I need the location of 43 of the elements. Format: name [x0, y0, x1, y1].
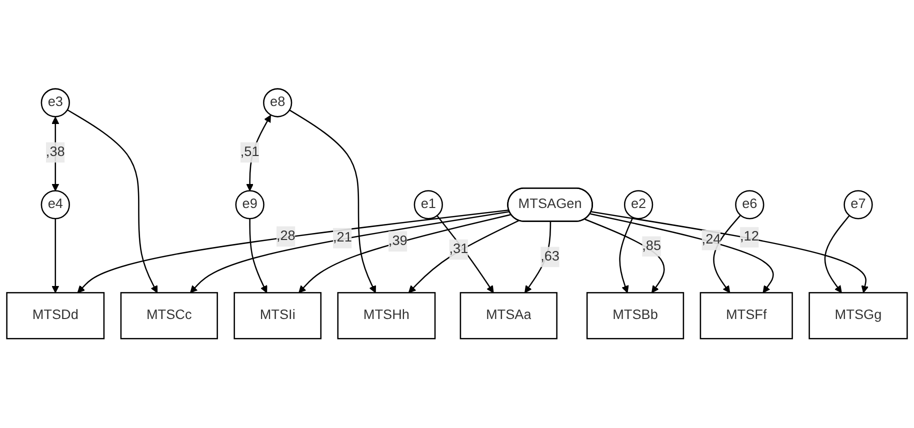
- arrow: [436, 216, 494, 294]
- edge-label: ,39: [388, 234, 408, 248]
- arrow: [52, 218, 60, 294]
- node-circle: e9: [235, 190, 264, 220]
- edge-label: ,24: [702, 232, 721, 248]
- node-circle: e7: [844, 190, 873, 220]
- edge-label: ,85: [642, 239, 662, 254]
- node-box: MTSGg: [808, 292, 908, 340]
- arrow: [524, 222, 552, 294]
- arrow: [619, 217, 634, 294]
- node-box: MTSBb: [586, 292, 684, 340]
- edge-label: ,28: [276, 229, 296, 244]
- arrow: [824, 215, 850, 294]
- arrow: [408, 220, 520, 294]
- arrow: [298, 214, 512, 294]
- arrow: [289, 110, 376, 294]
- node-circle: e6: [735, 190, 764, 220]
- node-box: MTSAa: [460, 292, 558, 340]
- arrow: [246, 115, 271, 192]
- node-box: MTSHh: [337, 292, 436, 340]
- arrow: [590, 213, 774, 294]
- arrow: [584, 218, 665, 294]
- edge-label: ,31: [449, 242, 468, 257]
- edge-label: ,51: [240, 145, 260, 160]
- arrow: [190, 211, 510, 294]
- node-box: MTSCc: [120, 292, 218, 340]
- arrow: [67, 110, 158, 294]
- edge-label: ,38: [46, 145, 65, 160]
- node-box: MTSFf: [700, 292, 793, 340]
- node-box: MTSDd: [6, 292, 105, 340]
- arrow: [713, 215, 741, 294]
- node-box: MTSIi: [234, 292, 322, 340]
- node-circle: e4: [40, 190, 70, 220]
- edge-label: ,21: [332, 230, 352, 246]
- arrow: [249, 218, 268, 294]
- node-circle: e3: [40, 88, 70, 118]
- node-circle: e8: [263, 88, 292, 118]
- edge-label: ,12: [740, 230, 759, 244]
- node-circle: e2: [624, 190, 654, 220]
- arrow: [591, 211, 869, 294]
- edge-label: ,63: [540, 250, 560, 264]
- arrow: [77, 210, 510, 294]
- node-circle: e1: [414, 190, 443, 220]
